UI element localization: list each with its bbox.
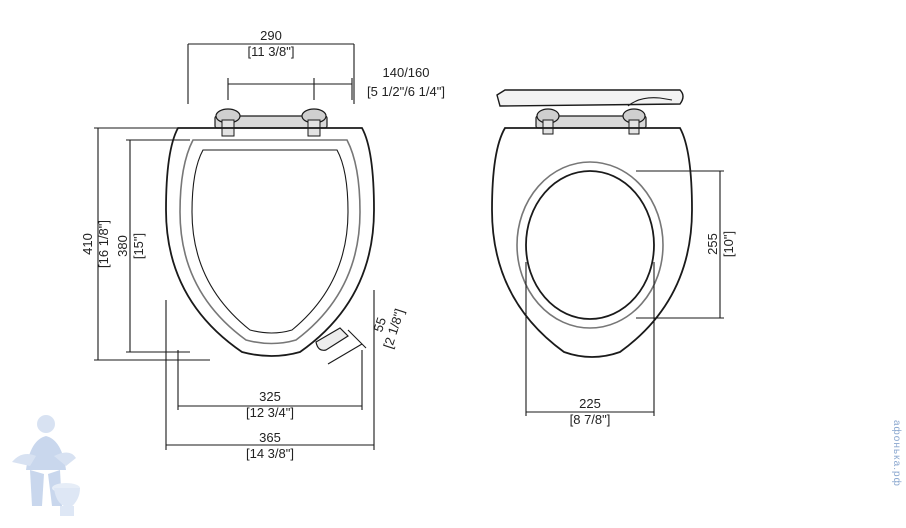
dim-290-top-width: 290 [11 3/8"] bbox=[187, 28, 355, 104]
right-seat-ring bbox=[516, 161, 664, 329]
dim-255-in: [10"] bbox=[721, 231, 736, 257]
left-lid-edge bbox=[179, 139, 361, 345]
right-lid-hinge-arm bbox=[627, 97, 673, 107]
site-watermark: афонька.рф bbox=[891, 420, 902, 487]
right-hinges bbox=[535, 108, 647, 135]
dim-410-mm: 410 bbox=[80, 233, 95, 255]
dim-55-mm: 55 bbox=[370, 315, 389, 333]
right-seat-outline bbox=[491, 127, 693, 358]
dim-hinge-in: [5 1/2"/6 1/4"] bbox=[367, 84, 445, 99]
dim-380-in: [15"] bbox=[131, 233, 146, 259]
dim-255-mm: 255 bbox=[705, 233, 720, 255]
dim-290-mm: 290 bbox=[260, 28, 282, 43]
plumber-logo bbox=[12, 415, 80, 516]
dim-325-in: [12 3/4"] bbox=[246, 405, 294, 420]
dim-410-in: [16 1/8"] bbox=[96, 220, 111, 268]
dim-255-opening-length: 255 [10"] bbox=[636, 170, 736, 319]
left-hinges bbox=[214, 108, 328, 137]
dim-225-mm: 225 bbox=[579, 396, 601, 411]
dim-290-in: [11 3/8"] bbox=[247, 44, 294, 59]
dim-365-mm: 365 bbox=[259, 430, 281, 445]
left-lift-handle bbox=[315, 327, 349, 351]
dim-225-opening-width: 225 [8 7/8"] bbox=[525, 262, 655, 427]
right-view: 255 [10"] 225 [8 7/8"] bbox=[491, 89, 736, 427]
dim-225-in: [8 7/8"] bbox=[570, 412, 611, 427]
right-seat-opening bbox=[525, 170, 655, 320]
dim-325-mm: 325 bbox=[259, 389, 281, 404]
dim-365-in: [14 3/8"] bbox=[246, 446, 294, 461]
dim-380-inner-length: 380 [15"] bbox=[115, 139, 190, 353]
dim-hinge-spacing: 140/160 [5 1/2"/6 1/4"] bbox=[227, 65, 445, 100]
left-lid-surface bbox=[191, 149, 349, 334]
dim-325-inner-width: 325 [12 3/4"] bbox=[177, 350, 363, 420]
dim-hinge-mm: 140/160 bbox=[383, 65, 430, 80]
dim-380-mm: 380 bbox=[115, 235, 130, 257]
right-lid-open bbox=[496, 89, 684, 107]
left-seat-outline bbox=[165, 127, 375, 357]
dim-365-overall-width: 365 [14 3/8"] bbox=[165, 290, 375, 461]
left-view: 290 [11 3/8"] 140/160 [5 1/2"/6 1/4"] 41… bbox=[80, 28, 445, 461]
dim-410-overall-length: 410 [16 1/8"] bbox=[80, 127, 210, 361]
